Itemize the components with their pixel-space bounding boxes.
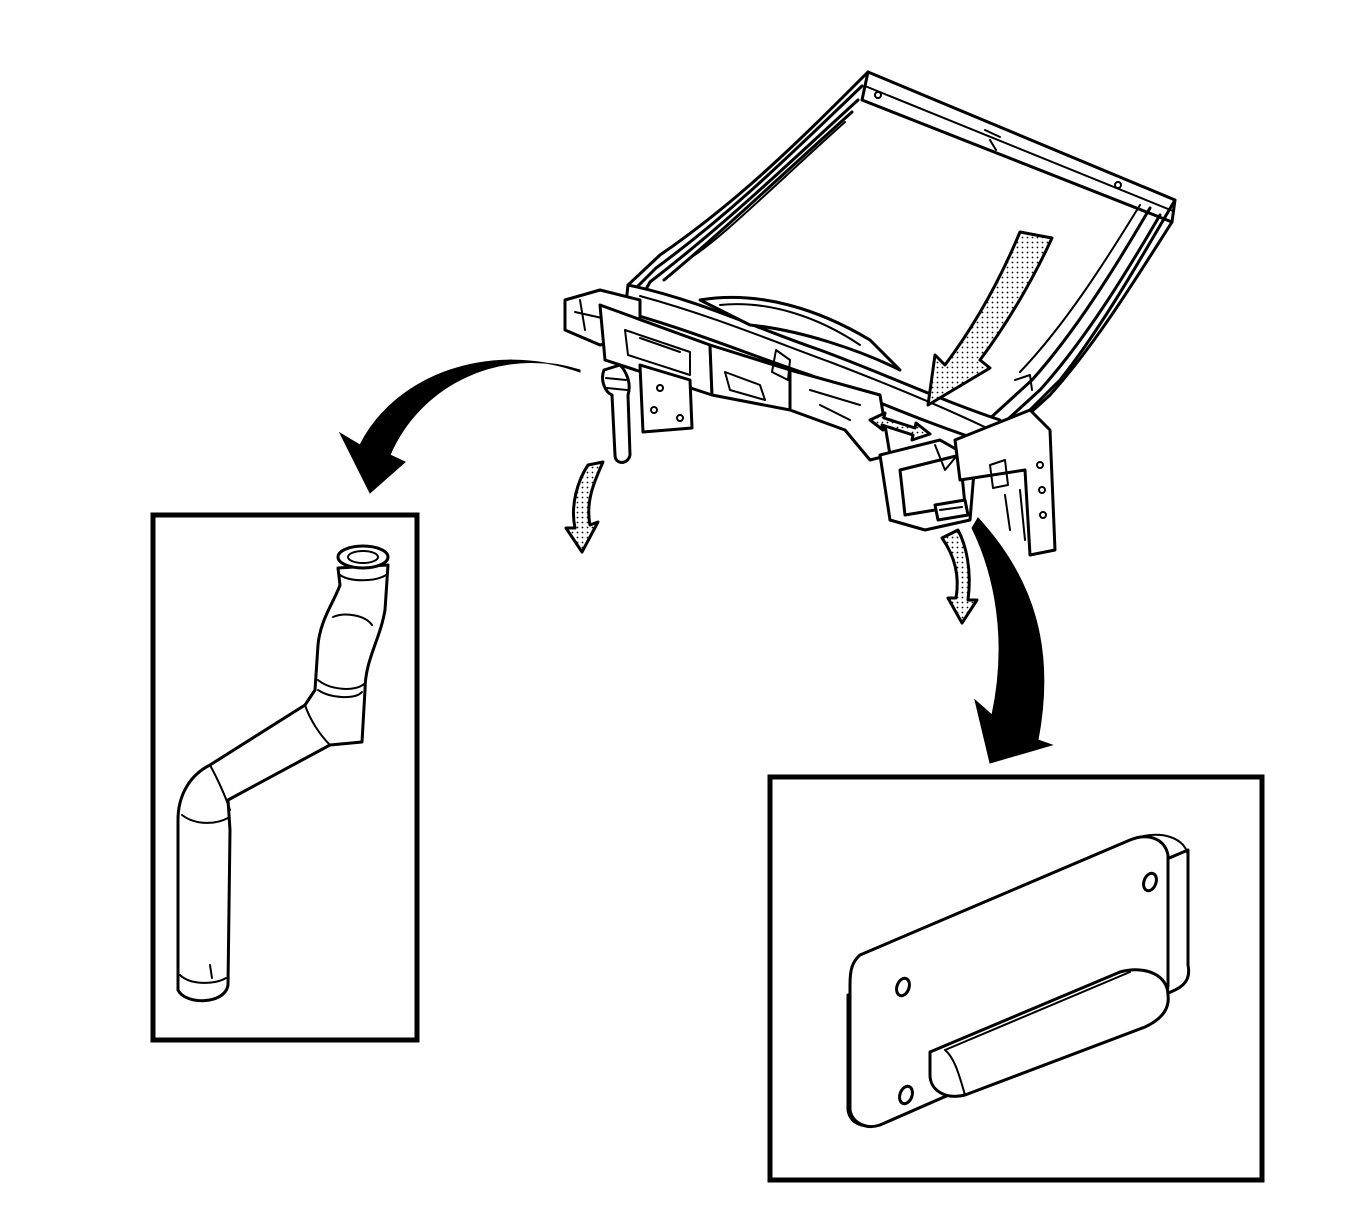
radiator-outlet-pipe — [176, 544, 390, 1003]
callout-arrow-right — [971, 517, 1054, 764]
radiator-support-assembly — [563, 70, 1177, 625]
callout-arrow-left — [338, 359, 581, 494]
radiator-support-pad — [846, 833, 1191, 1128]
